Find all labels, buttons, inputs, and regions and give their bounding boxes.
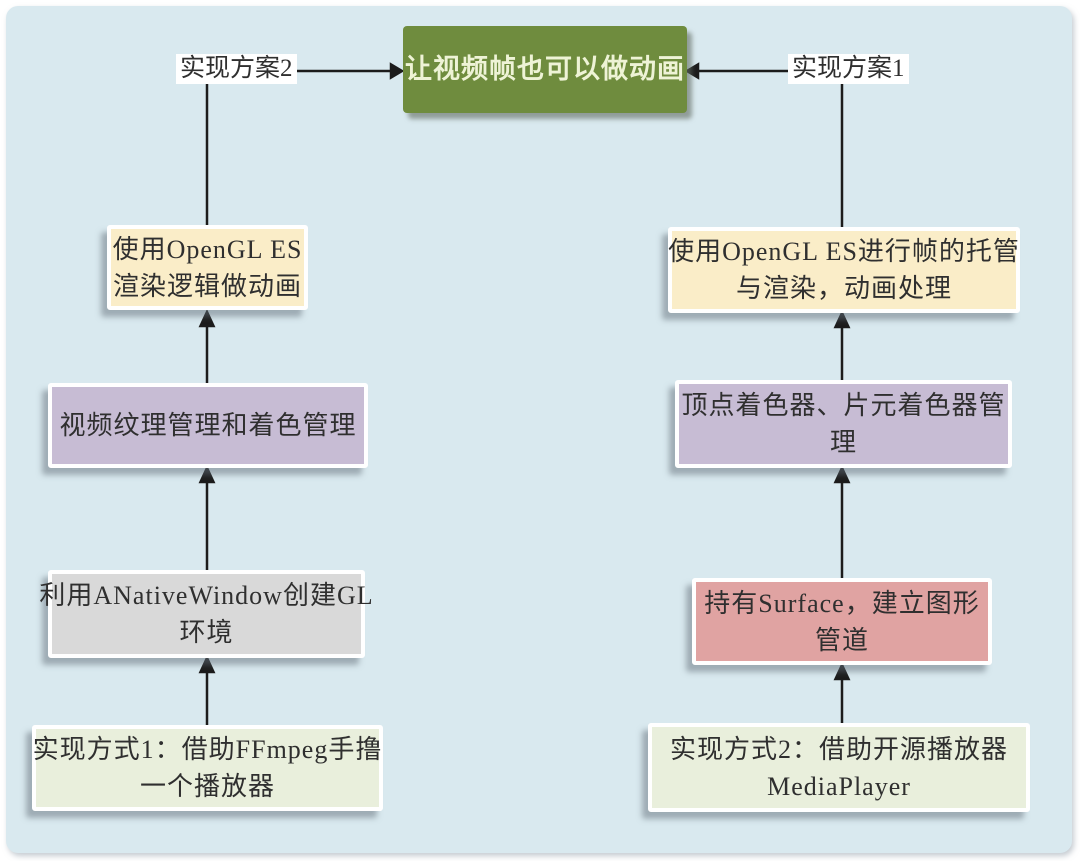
node-right-mediaplayer: 实现方式2：借助开源播放器 MediaPlayer xyxy=(648,723,1030,812)
node-text-line: 利用ANativeWindow创建GL xyxy=(39,581,374,610)
node-text-line: 实现方式1：借助FFmpeg手撸 xyxy=(32,735,383,764)
node-text-line: 实现方式2：借助开源播放器 xyxy=(669,734,1008,764)
node-right-shader-management: 顶点着色器、片元着色器管 理 xyxy=(675,380,1012,468)
node-goal-text: 让视频帧也可以做动画 xyxy=(405,54,685,84)
node-left-texture-shading-management: 视频纹理管理和着色管理 xyxy=(48,383,368,468)
node-text-line: 使用OpenGL ES xyxy=(112,234,303,264)
node-left-ffmpeg-player: 实现方式1：借助FFmpeg手撸 一个播放器 xyxy=(32,725,383,811)
node-text-line: 理 xyxy=(829,428,857,457)
node-text-line: 与渲染，动画处理 xyxy=(735,274,952,303)
node-goal: 让视频帧也可以做动画 xyxy=(403,26,687,113)
node-text-line: 一个播放器 xyxy=(139,772,275,801)
plan2-label: 实现方案2 xyxy=(176,54,297,84)
node-text-line: 持有Surface，建立图形 xyxy=(704,588,980,618)
node-text-line: 顶点着色器、片元着色器管 xyxy=(681,391,1006,420)
node-text-line: 使用OpenGL ES进行帧的托管 xyxy=(668,237,1020,266)
node-text-line: 视频纹理管理和着色管理 xyxy=(59,411,357,440)
plan1-label: 实现方案1 xyxy=(788,54,909,84)
node-text-line: MediaPlayer xyxy=(767,771,911,801)
node-text-line: 环境 xyxy=(179,618,234,647)
node-right-surface-pipeline: 持有Surface，建立图形 管道 xyxy=(692,578,992,665)
node-left-opengl-render-animation: 使用OpenGL ES 渲染逻辑做动画 xyxy=(107,225,308,310)
node-text-line: 渲染逻辑做动画 xyxy=(112,271,302,301)
node-text-line: 管道 xyxy=(814,625,869,655)
node-left-anativewindow-gl: 利用ANativeWindow创建GL 环境 xyxy=(39,570,373,658)
node-right-opengl-frame-hosting: 使用OpenGL ES进行帧的托管 与渲染，动画处理 xyxy=(668,227,1020,313)
